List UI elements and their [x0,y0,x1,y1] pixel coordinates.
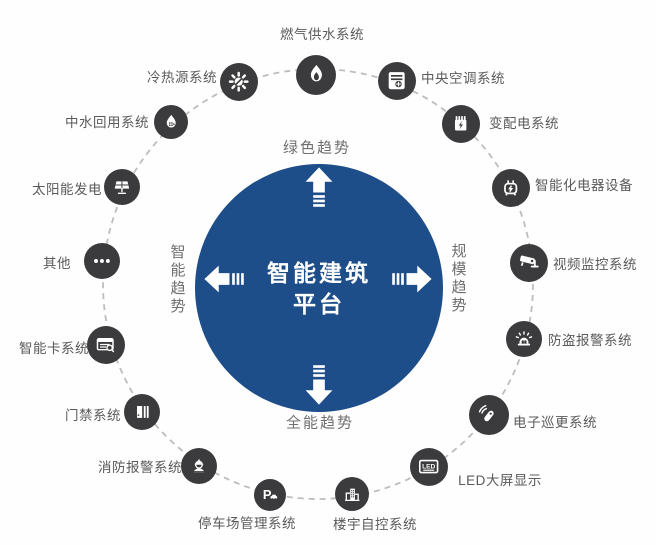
platform-title: 智能建筑 平台 [267,258,371,320]
node-gas-water-supply-label: 燃气供水系统 [280,27,364,42]
node-smart-card-label: 智能卡系统 [19,341,89,356]
siren-icon [511,326,537,352]
platform-title-line1: 智能建筑 [267,259,371,286]
node-gas-water-supply [296,55,336,95]
arrow-down-icon [302,363,336,405]
node-central-ac [378,62,416,100]
node-water-reuse [154,105,188,139]
access-door-icon [129,399,155,425]
node-video-surveillance [510,244,548,282]
arrow-left-icon [204,262,246,296]
node-led-display: LED [410,448,448,486]
ac-unit-icon [383,67,410,94]
svg-text:LED: LED [422,464,435,471]
arrow-right-icon [390,262,432,296]
node-cold-heat-source-label: 冷热源系统 [147,70,217,85]
svg-text:P: P [263,487,272,502]
flame-icon [302,61,331,90]
node-water-reuse-label: 中水回用系统 [65,115,149,130]
node-access-control-label: 门禁系统 [65,408,121,423]
node-smart-card [87,326,125,364]
ellipsis-dots-icon [89,248,115,274]
node-power-distribution-label: 变配电系统 [489,116,559,131]
trend-right-label: 规模趋势 [449,243,467,315]
node-central-ac-label: 中央空调系统 [421,71,505,86]
node-smart-appliances-label: 智能化电器设备 [535,178,633,193]
node-solar-power [104,169,140,205]
node-burglar-alarm-label: 防盗报警系统 [548,333,632,348]
buildings-icon [340,482,364,506]
node-electronic-patrol-label: 电子巡更系统 [513,415,597,430]
node-cold-heat-source [220,63,258,101]
node-parking-management-label: 停车场管理系统 [198,516,296,531]
node-solar-power-label: 太阳能发电 [32,182,102,197]
node-fire-alarm-label: 消防报警系统 [98,460,182,475]
node-power-distribution [442,105,480,143]
patrol-wand-icon [475,401,504,430]
node-electronic-patrol [469,395,509,435]
id-card-icon [92,331,119,358]
node-building-automation-label: 楼宇自控系统 [333,517,417,532]
node-parking-management: P [254,479,286,511]
node-fire-alarm [181,448,217,484]
node-led-display-label: LED大屏显示 [458,473,542,488]
water-drop-icon [159,110,183,134]
node-burglar-alarm [506,321,542,357]
smart-plug-icon [497,174,524,201]
node-others-label: 其他 [43,256,71,271]
solar-panel-icon [109,174,135,200]
heat-sun-icon [225,68,252,95]
node-building-automation [335,477,369,511]
led-screen-icon: LED [415,453,442,480]
trend-bottom-label: 全能趋势 [285,414,355,432]
parking-icon: P [258,483,281,506]
node-video-surveillance-label: 视频监控系统 [553,257,637,272]
transformer-icon [447,110,474,137]
platform-title-line2: 平台 [293,291,345,317]
node-access-control [124,394,160,430]
trend-top-label: 绿色趋势 [282,139,352,157]
firefighter-icon [186,453,212,479]
arrow-up-icon [302,167,336,209]
node-others [84,243,120,279]
trend-left-label: 智能趋势 [168,244,186,316]
cctv-camera-icon [515,249,542,276]
node-smart-appliances [492,169,530,207]
